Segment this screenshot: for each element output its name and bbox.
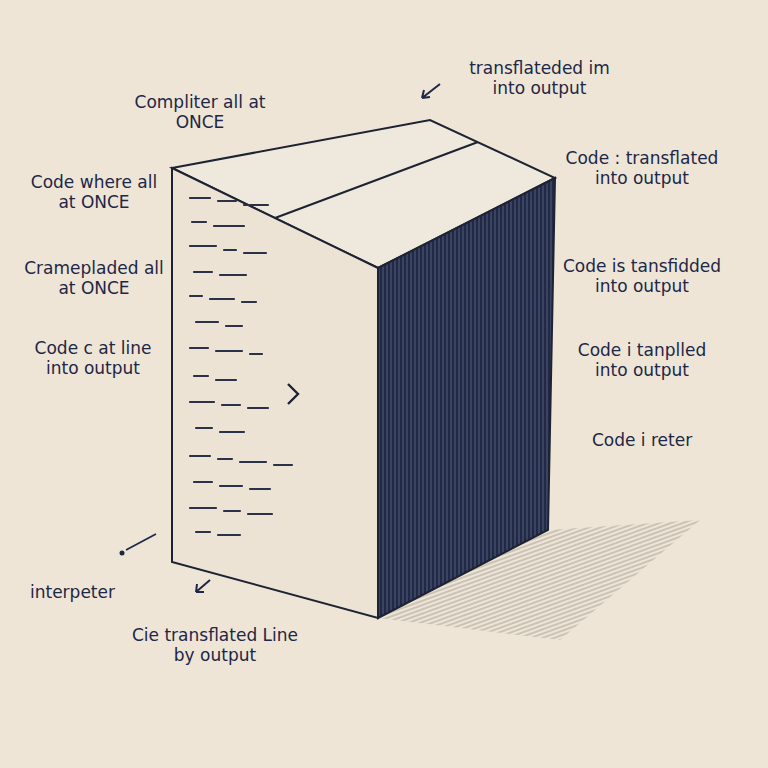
arrow-mark [288, 384, 298, 404]
note-label: Code i reter [562, 430, 722, 450]
code-lines [190, 198, 292, 535]
leader-arrow [422, 84, 440, 98]
note-label: interpeter [30, 582, 180, 602]
note-label: Code : transflated into output [562, 148, 722, 189]
note-label: Code where all at ONCE [20, 172, 168, 213]
leader-line [126, 534, 156, 550]
box-side [378, 178, 555, 618]
note-label: Code c at line into output [28, 338, 158, 379]
note-label: Cie transflated Line by output [120, 625, 310, 666]
note-label: Compliter all at ONCE [125, 92, 275, 133]
leader-arrow [196, 580, 210, 592]
note-label: Cramepladed all at ONCE [20, 258, 168, 299]
note-label: Code i tanplled into output [562, 340, 722, 381]
leader-dot [120, 551, 125, 556]
note-label: transflateded im into output [452, 58, 627, 99]
note-label: Code is tansfidded into output [562, 256, 722, 297]
box-front [172, 168, 378, 618]
box-seam [275, 142, 478, 218]
